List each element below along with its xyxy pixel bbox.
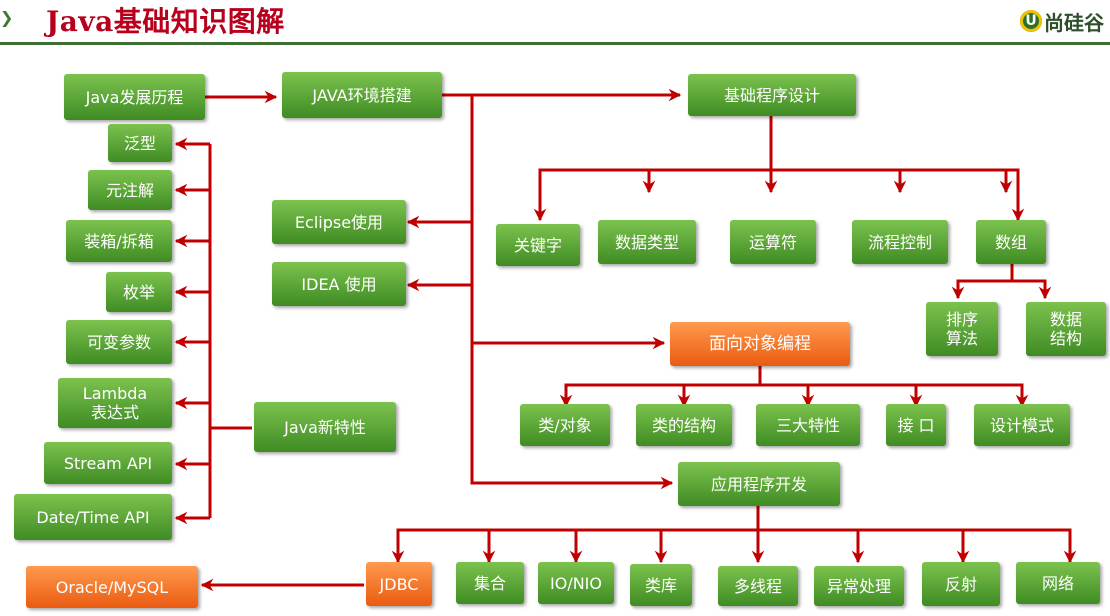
- node-reflection: 反射: [922, 562, 1000, 606]
- node-three-features: 三大特性: [756, 404, 860, 446]
- node-multithreading: 多线程: [718, 566, 798, 606]
- node-idea: IDEA 使用: [272, 262, 406, 306]
- node-datetime-api: Date/Time API: [14, 494, 172, 540]
- node-java-history: Java发展历程: [64, 74, 205, 120]
- node-class-structure: 类的结构: [636, 404, 732, 446]
- node-java-env: JAVA环境搭建: [282, 72, 442, 118]
- node-class-object: 类/对象: [520, 404, 610, 446]
- node-jdbc: JDBC: [366, 562, 432, 606]
- page-title: Java基础知识图解: [46, 5, 285, 38]
- node-oracle-mysql: Oracle/MySQL: [26, 566, 198, 608]
- node-data-structures: 数据 结构: [1026, 302, 1106, 356]
- node-operators: 运算符: [730, 220, 816, 264]
- node-sort-algorithms: 排序 算法: [926, 302, 998, 356]
- node-basic-programming: 基础程序设计: [688, 74, 856, 116]
- brand-mark-icon: U: [1020, 10, 1042, 32]
- brand-name: 尚硅谷: [1044, 10, 1104, 35]
- node-lambda: Lambda 表达式: [58, 378, 172, 428]
- node-eclipse: Eclipse使用: [272, 200, 406, 244]
- node-varargs: 可变参数: [66, 320, 172, 364]
- node-oop: 面向对象编程: [670, 322, 850, 366]
- node-exception-handling: 异常处理: [814, 566, 904, 606]
- node-java-new-features: Java新特性: [254, 402, 396, 452]
- node-arrays: 数组: [976, 220, 1046, 264]
- node-annotations: 元注解: [88, 170, 172, 210]
- node-collections: 集合: [456, 562, 524, 604]
- node-interface: 接 口: [886, 404, 946, 446]
- node-design-patterns: 设计模式: [974, 404, 1070, 446]
- node-stream-api: Stream API: [44, 442, 172, 484]
- node-data-types: 数据类型: [598, 220, 696, 264]
- node-boxing: 装箱/拆箱: [66, 220, 172, 262]
- node-enums: 枚举: [106, 272, 172, 312]
- node-keywords: 关键字: [496, 224, 580, 266]
- node-generics: 泛型: [108, 124, 172, 162]
- node-class-library: 类库: [630, 564, 692, 606]
- brand-logo: U 尚硅谷: [1020, 8, 1104, 35]
- header-divider: [0, 42, 1110, 45]
- node-networking: 网络: [1016, 562, 1100, 604]
- node-flow-control: 流程控制: [852, 220, 948, 264]
- node-io-nio: IO/NIO: [538, 562, 614, 604]
- node-app-development: 应用程序开发: [678, 462, 840, 506]
